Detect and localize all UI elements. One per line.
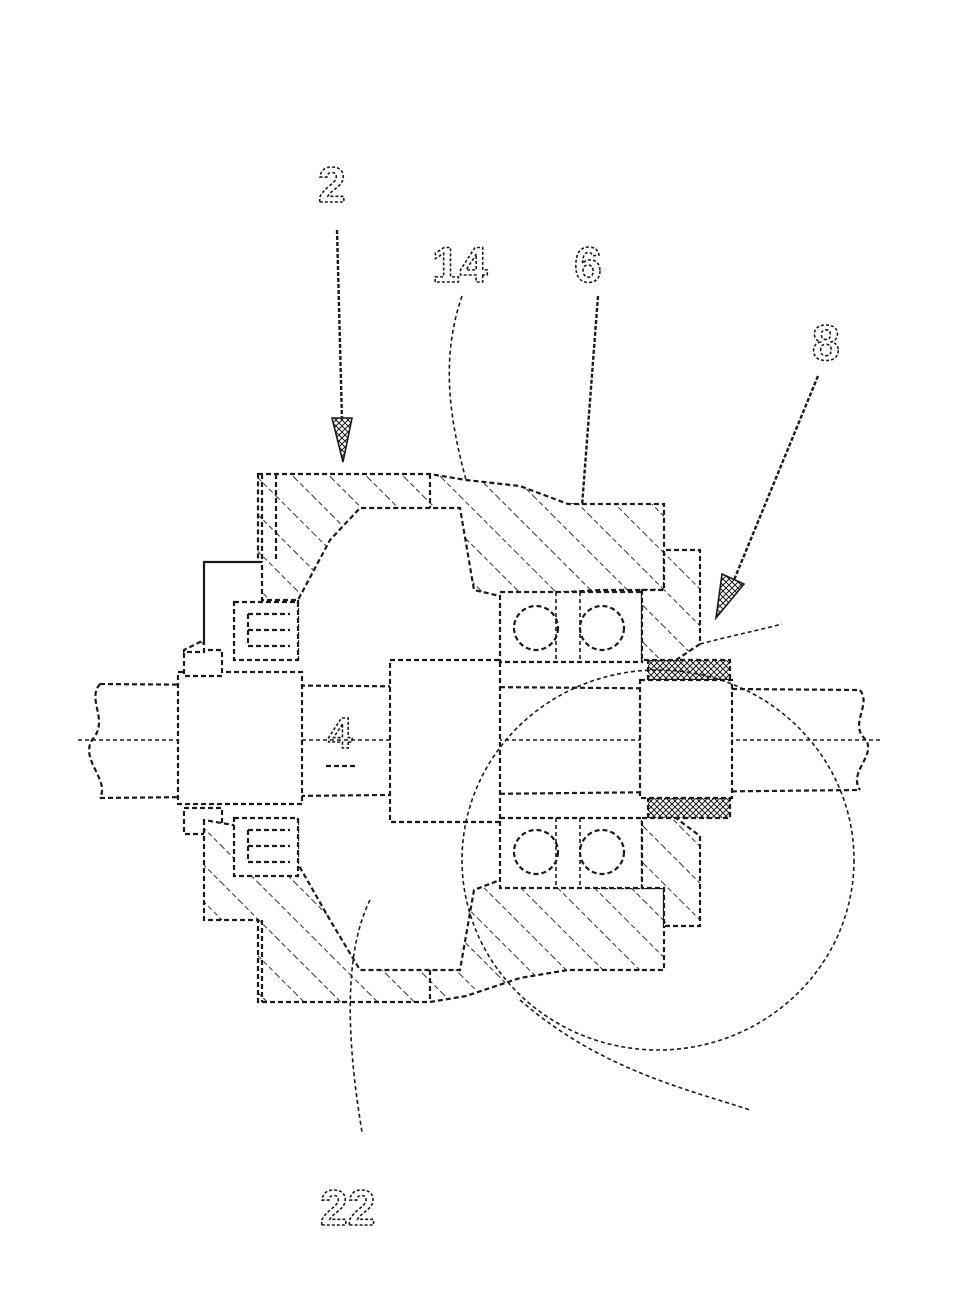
label-ref-22: 22 <box>320 1180 376 1236</box>
ball-bearing-lower <box>500 818 642 888</box>
left-bearing-upper <box>234 602 298 660</box>
label-ref-2: 2 <box>318 157 346 213</box>
label-ref-8: 8 <box>812 315 840 371</box>
rotor-4 <box>390 660 500 822</box>
label-ref-4: 4 <box>328 709 353 758</box>
arrow-ref-8 <box>716 376 818 618</box>
leader-8-tail <box>700 624 782 644</box>
arrow-ref-2 <box>332 230 352 462</box>
label-ref-6: 6 <box>574 237 602 293</box>
ball-bearing-upper <box>500 592 642 662</box>
leader-22 <box>350 900 370 1132</box>
left-bearing-lower <box>234 818 298 876</box>
leader-14 <box>449 296 466 480</box>
label-ref-14: 14 <box>432 237 488 293</box>
left-journal <box>178 650 302 834</box>
